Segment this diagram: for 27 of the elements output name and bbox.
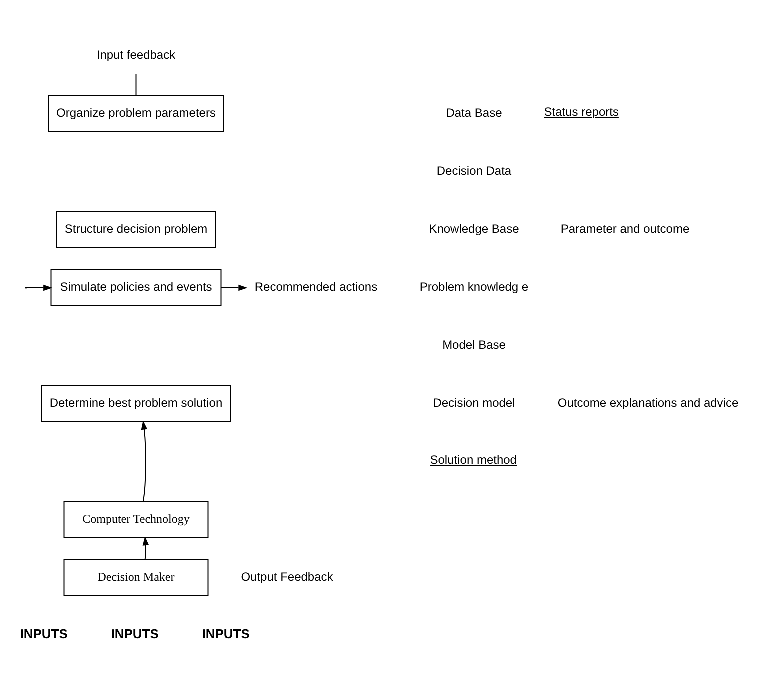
node-box: Simulate policies and events [50, 269, 222, 306]
connector [136, 73, 137, 96]
label: INPUTS [20, 626, 68, 641]
label: Decision model [433, 396, 516, 410]
label: Model Base [442, 338, 506, 352]
label: Data Base [446, 106, 502, 120]
label: INPUTS [111, 626, 159, 641]
label: Decision Data [436, 164, 512, 178]
node-box: Determine best problem solution [41, 385, 232, 422]
label: Problem knowledg e [420, 280, 529, 294]
label: INPUTS [202, 626, 250, 641]
node-box: Organize problem parameters [48, 95, 224, 132]
label: Parameter and outcome [560, 222, 690, 236]
label: Knowledge Base [429, 222, 520, 236]
arrow [141, 420, 148, 502]
arrow [142, 536, 150, 560]
label: Status reports [544, 104, 619, 119]
node-text: Recommended actions [254, 280, 378, 294]
label: Solution method [430, 452, 517, 467]
label: Outcome explanations and advice [558, 396, 739, 410]
node-box: Decision Maker [64, 559, 209, 596]
arrow [220, 284, 248, 291]
node-box: Computer Technology [64, 501, 209, 538]
arrow [26, 284, 53, 291]
node-text: Input feedback [96, 48, 176, 62]
node-box: Structure decision problem [56, 211, 216, 248]
label: Output Feedback [241, 570, 334, 584]
